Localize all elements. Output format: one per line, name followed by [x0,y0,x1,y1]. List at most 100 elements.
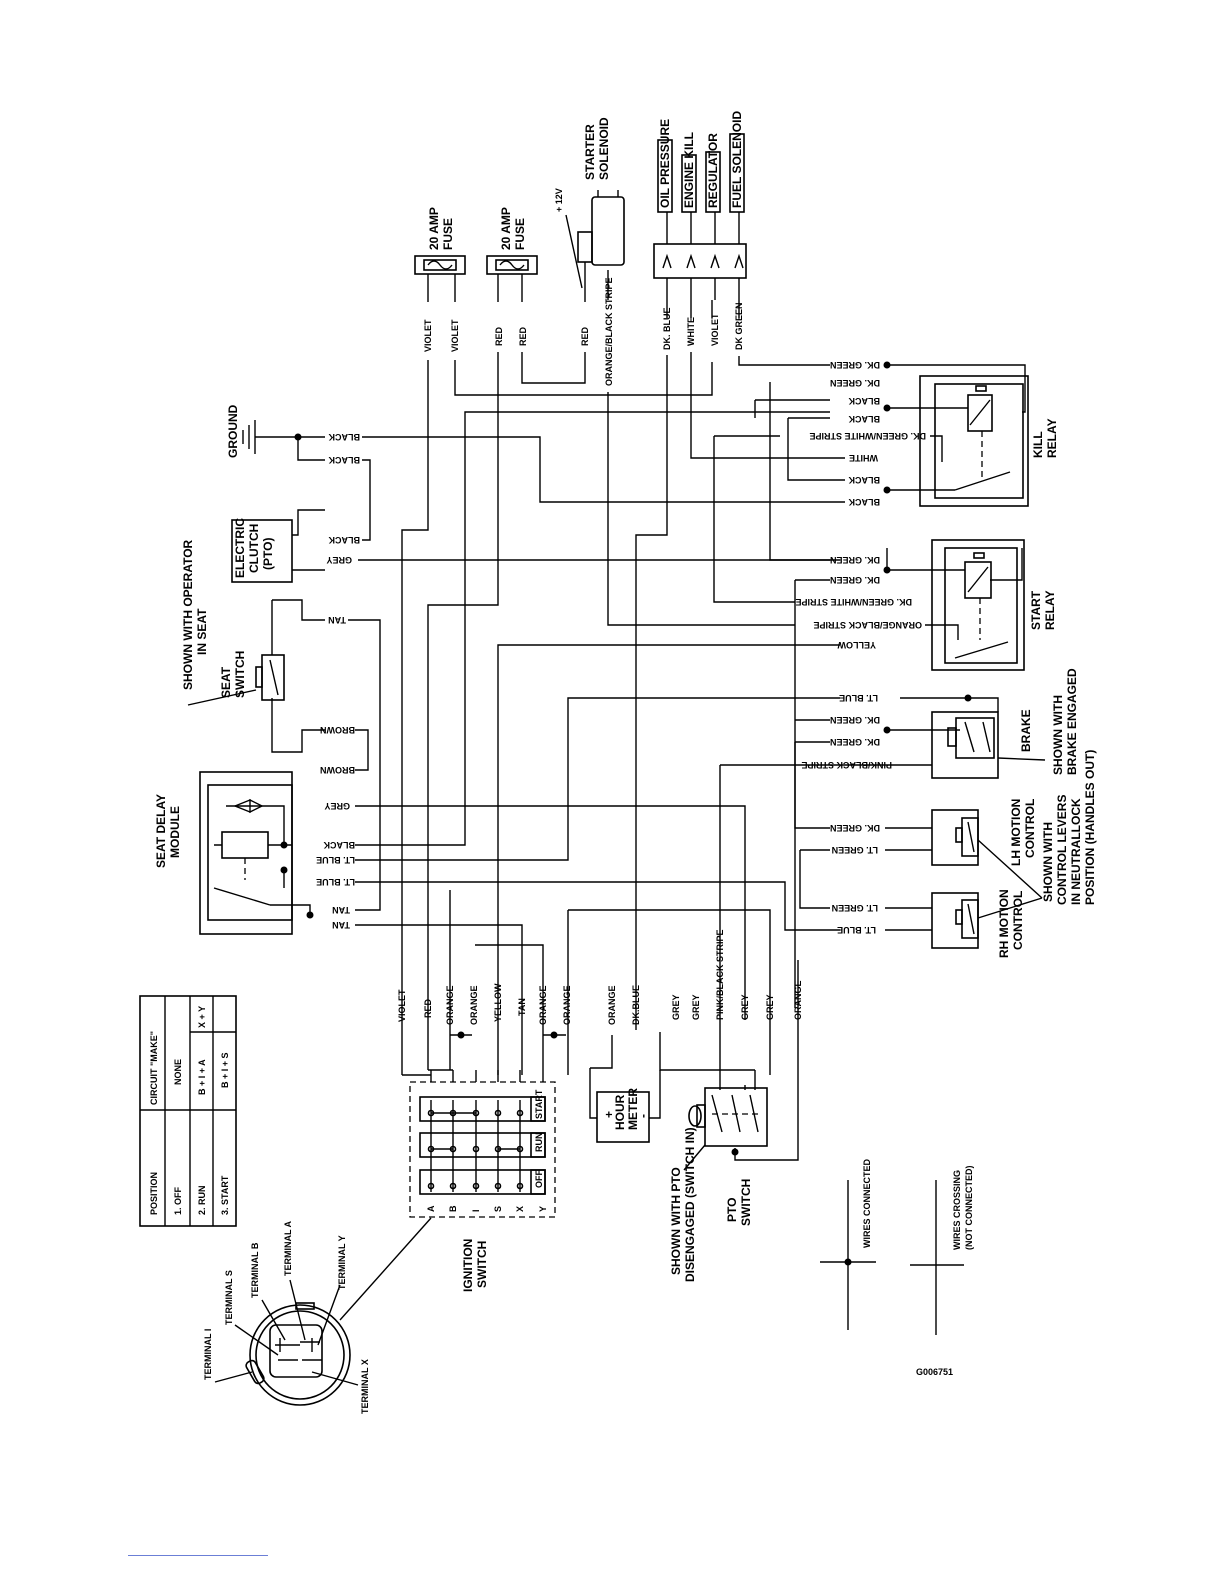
wire-label: ORANGE [793,980,803,1020]
ign-term-x: X [515,1206,525,1212]
hour-meter-label-2: METER [626,1088,640,1130]
clutch-label-2: CLUTCH [247,524,261,573]
wire-label: VIOLET [450,319,460,352]
wire-label: TAN [517,998,527,1016]
ign-term-y: Y [538,1206,548,1212]
terminal-i-label: TERMINAL I [203,1329,213,1380]
brake-note-1: SHOWN WITH [1051,695,1065,775]
hour-meter-plus: + [602,1111,616,1118]
table-row-start: 3. START [220,1175,230,1215]
ign-row-start: START [534,1089,544,1119]
wire-label: BLACK [328,432,360,442]
brake-note-2: BRAKE ENGAGED [1065,668,1079,775]
kill-relay-wire-labels: DK. GREEN DK. GREEN BLACK BLACK DK. GREE… [809,360,926,507]
start-relay-label-1: START [1029,590,1043,630]
ignition-label-1: IGNITION [461,1239,475,1292]
position-table: POSITION CIRCUIT "MAKE" 1. OFF NONE 2. R… [139,995,237,1227]
table-header-position: POSITION [149,1172,159,1215]
ign-term-b: B [448,1205,458,1212]
wire-label: VIOLET [397,989,407,1022]
wire-label: DK. GREEN [830,360,880,370]
wire-label: LT. GREEN [832,845,878,855]
seat-delay-label-2: MODULE [168,806,182,858]
ign-term-a: A [426,1205,436,1212]
ign-term-i: I [471,1209,481,1212]
fuse-left: 20 AMP FUSE [414,207,466,290]
ignition-switch: START RUN OFF A B I S X Y IGNITION SWITC… [402,1069,556,1292]
table-cell-start: B + I + S [220,1052,230,1088]
wire-label: BLACK [328,455,360,465]
terminal-x-label: TERMINAL X [360,1359,370,1414]
wire-label: PINK/BLACK STRIPE [801,760,892,770]
seat-delay-module: SEAT DELAY MODULE [154,771,311,935]
kill-relay-label-2: RELAY [1045,418,1059,458]
wire-label: LT. BLUE [837,925,876,935]
clutch-label-3: (PTO) [261,538,275,570]
ignition-label-2: SWITCH [475,1241,489,1288]
wire-label: TAN [332,905,350,915]
wire-label: RED [423,998,433,1018]
fuse-right-label-2: FUSE [513,218,527,250]
start-relay: START RELAY [886,539,1057,671]
hour-meter-minus: - [636,1114,650,1118]
plus-12v-label: + 12V [554,188,564,212]
legend-crossing-label-1: WIRES CROSSING [952,1170,962,1250]
wire-label: BLACK [848,414,880,424]
wire-label: GREY [326,555,352,565]
wire-label: YELLOW [493,983,503,1022]
hour-meter-label-1: HOUR [613,1094,627,1130]
regulator-label: REGULATOR [706,133,720,208]
wire-label: DK. BLUE [662,308,672,351]
hour-meter: + HOUR METER - [589,1068,661,1143]
wire-label: YELLOW [837,640,876,650]
legend-crossing-label-2: (NOT CONNECTED) [964,1166,974,1251]
pto-label-1: PTO [725,1198,739,1222]
seat-note-1: SHOWN WITH OPERATOR [181,539,195,690]
wire-label: GREY [324,801,350,811]
legend-connected-label: WIRES CONNECTED [862,1158,872,1248]
wire-label: BLACK [328,535,360,545]
wire-label: VIOLET [423,319,433,352]
wire-label: TAN [332,920,350,930]
wire-label: DK. GREEN [830,737,880,747]
pto-note-2: DISENGAGED (SWITCH IN) [683,1127,697,1282]
ign-row-off: OFF [534,1170,544,1188]
pto-switch: PTO SWITCH SHOWN WITH PTO DISENGAGED (SW… [669,1070,768,1282]
seat-switch-label-2: SWITCH [233,651,247,698]
wire-label: LT. GREEN [832,903,878,913]
wire-label: WHITE [849,453,878,463]
wire-label: DK. GREEN [830,575,880,585]
wire-label: VIOLET [710,313,720,346]
wire-label: ORANGE/BLACK STRIPE [604,277,614,386]
wire-label: LT. BLUE [316,877,355,887]
starter-solenoid-label-2: SOLENOID [597,117,611,180]
wire-label: ORANGE/BLACK STRIPE [813,620,922,630]
wire-label: DK. GREEN [830,715,880,725]
wire-label: PINK/BLACK STRIPE [715,929,725,1020]
brake-switch: BRAKE SHOWN WITH BRAKE ENGAGED [800,668,1079,779]
ign-contacts [427,1100,524,1192]
fuse-left-label-1: 20 AMP [427,207,441,250]
starter-solenoid-label-1: STARTER [583,124,597,180]
fuel-solenoid-label: FUEL SOLENOID [730,111,744,208]
wire-label: GREY [740,994,750,1020]
wire-label: BLACK [848,475,880,485]
wire-label: WHITE [686,317,696,346]
oil-pressure-label: OIL PRESSURE [658,119,672,208]
brake-label: BRAKE [1019,709,1033,752]
starter-solenoid: STARTER SOLENOID + 12V [554,117,625,290]
terminal-s-label: TERMINAL S [224,1270,234,1325]
ign-term-s: S [493,1206,503,1212]
wire-label: GREY [691,994,701,1020]
rh-motion-label-2: CONTROL [1011,891,1025,950]
table-cell-run-1: B + I + A [197,1059,207,1095]
left-wire-labels: BLACK BLACK BLACK GREY TAN BROWN BROWN G… [316,432,360,930]
clutch-label-1: ELECTRIC [233,518,247,578]
seat-delay-label-1: SEAT DELAY [154,794,168,868]
wire-label: DK.BLUE [631,985,641,1025]
seat-switch: SEAT SWITCH SHOWN WITH OPERATOR IN SEAT [181,539,285,706]
wire-label: LT. BLUE [316,855,355,865]
ground-symbol: GROUND [226,404,256,458]
wire-label: RED [580,326,590,346]
start-relay-label-2: RELAY [1043,590,1057,630]
